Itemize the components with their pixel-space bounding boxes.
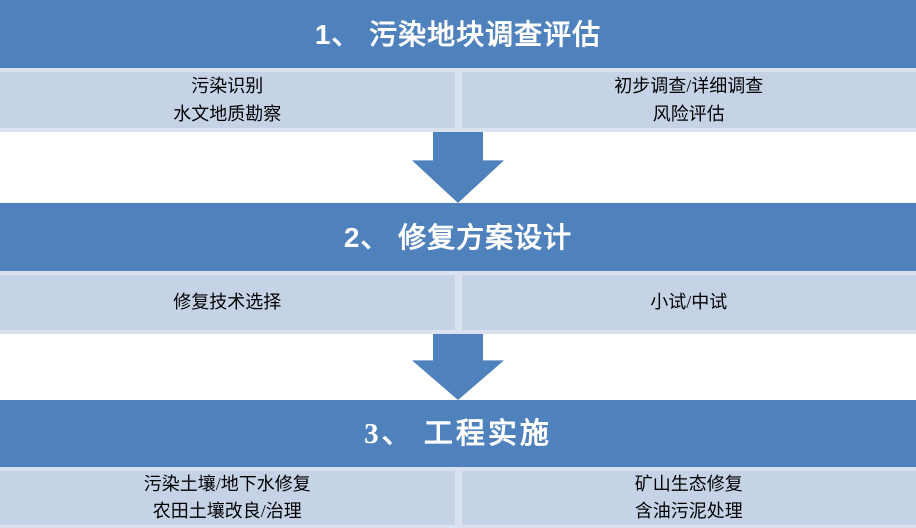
detail-item: 农田土壤改良/治理 <box>152 501 302 521</box>
detail-item: 风险评估 <box>652 103 725 124</box>
stage-1-section: 1、 污染地块调查评估 污染识别 水文地质勘察 初步调查/详细调查 风险评估 <box>0 0 916 132</box>
stage-1-header: 1、 污染地块调查评估 <box>0 0 916 68</box>
stage-3-header: 3、 工程实施 <box>0 400 916 467</box>
down-arrow-icon <box>412 132 504 203</box>
stage-3-left-cell: 污染土壤/地下水修复 农田土壤改良/治理 <box>0 471 455 525</box>
stage-2-left-cell: 修复技术选择 <box>0 275 455 330</box>
detail-item: 矿山生态修复 <box>634 474 743 494</box>
stage-3-detail-band: 污染土壤/地下水修复 农田土壤改良/治理 矿山生态修复 含油污泥处理 <box>0 467 916 528</box>
detail-item: 修复技术选择 <box>173 292 282 312</box>
flow-connector-2 <box>0 334 916 400</box>
stage-2-title: 2、 修复方案设计 <box>343 222 573 253</box>
stage-2-section: 2、 修复方案设计 修复技术选择 小试/中试 <box>0 203 916 334</box>
stage-3-right-cell: 矿山生态修复 含油污泥处理 <box>461 471 916 525</box>
detail-item: 小试/中试 <box>650 292 728 312</box>
stage-2-header: 2、 修复方案设计 <box>0 203 916 271</box>
stage-2-right-cell: 小试/中试 <box>461 275 916 330</box>
stage-1-detail-band: 污染识别 水文地质勘察 初步调查/详细调查 风险评估 <box>0 68 916 132</box>
detail-item: 污染土壤/地下水修复 <box>143 474 311 494</box>
stage-3-section: 3、 工程实施 污染土壤/地下水修复 农田土壤改良/治理 矿山生态修复 含油污泥… <box>0 400 916 528</box>
flow-connector-1 <box>0 132 916 203</box>
detail-item: 污染识别 <box>191 75 264 96</box>
detail-item: 含油污泥处理 <box>634 501 743 521</box>
stage-1-left-cell: 污染识别 水文地质勘察 <box>0 72 455 128</box>
stage-1-title: 1、 污染地块调查评估 <box>314 19 602 50</box>
detail-item: 初步调查/详细调查 <box>614 75 764 96</box>
stage-3-title: 3、 工程实施 <box>364 418 552 450</box>
down-arrow-icon <box>412 334 504 400</box>
stage-1-right-cell: 初步调查/详细调查 风险评估 <box>461 72 916 128</box>
detail-item: 水文地质勘察 <box>173 103 282 124</box>
stage-2-detail-band: 修复技术选择 小试/中试 <box>0 271 916 334</box>
